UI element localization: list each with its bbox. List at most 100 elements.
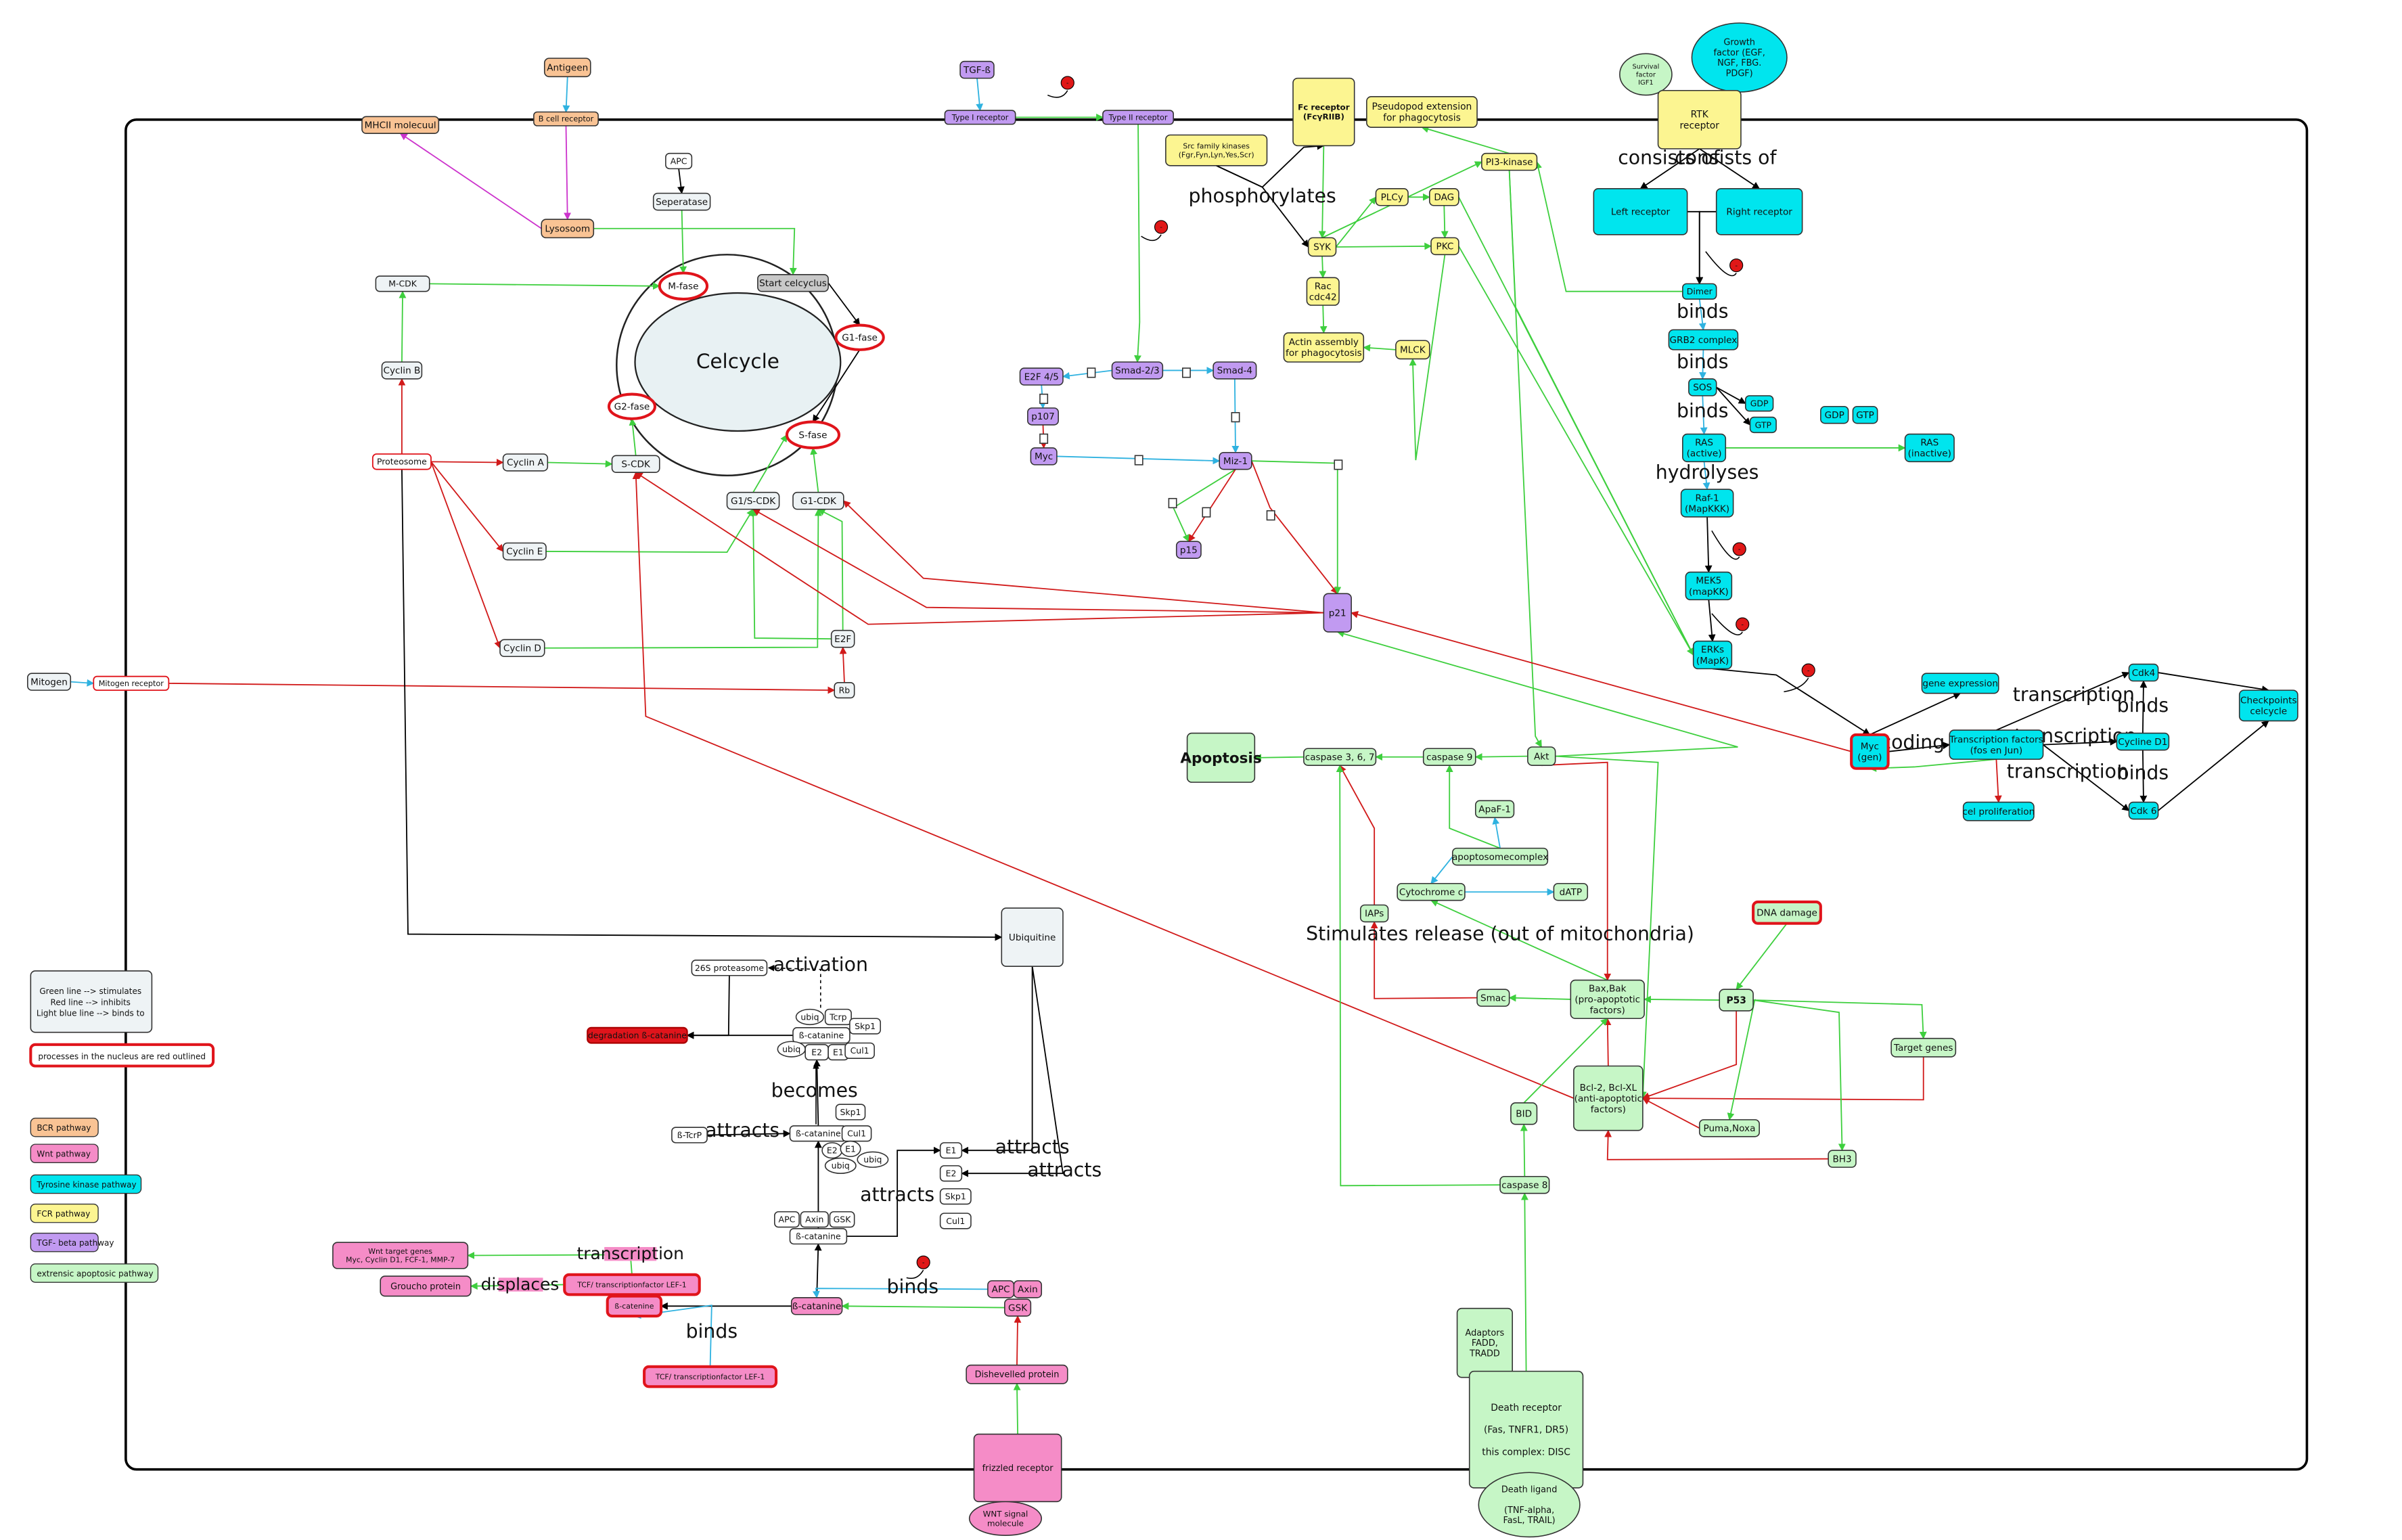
edge-g1-fase-to-s-fase [812, 349, 861, 423]
node-pkc-label: PKC [1436, 242, 1454, 252]
label-attracts-4: attracts [860, 1183, 934, 1206]
legend-nucleus-note: processes in the nucleus are red outline… [38, 1051, 206, 1061]
node-mitogen-receptor: Mitogen receptor [93, 675, 170, 692]
edge-myc-gen-to-p21 [1351, 611, 1852, 752]
edge-fc-receptor-to-syk [1318, 145, 1326, 239]
node-apc-mid-label: APC [779, 1215, 796, 1225]
node-apc-w-label: APC [992, 1284, 1010, 1295]
edge-mitogen-to-mitogen-receptor [70, 679, 95, 687]
edge-miz1-to-p15 [1173, 468, 1236, 543]
edge-akt-to-caspase9 [1474, 753, 1528, 761]
node-bax-bak-label: (pro-apoptotic [1574, 995, 1640, 1005]
node-ubiquitine: Ubiquitine [1001, 907, 1064, 967]
node-e1-3-label: E1 [946, 1146, 957, 1156]
node-s-cdk-label: S-CDK [621, 459, 650, 470]
edge-right-receptor-to-dimer [1696, 210, 1717, 285]
node-b-catanine-3-label: ß-catanine [796, 1231, 840, 1242]
edge-pi3-kinase-to-pseudopod [1421, 125, 1510, 154]
node-m-fase-label: M-fase [668, 281, 698, 292]
node-gene-expression: gene expression [1921, 673, 1999, 694]
node-axin-mid: Axin [800, 1211, 829, 1228]
node-akt: Akt [1527, 746, 1556, 766]
node-caspase9: caspase 9 [1422, 748, 1476, 766]
node-skp1-2-label: Skp1 [840, 1107, 861, 1117]
node-gsk-mid: GSK [829, 1211, 855, 1228]
phosphate-symbol-label: - [1160, 224, 1162, 231]
node-caspase9-label: caspase 9 [1426, 752, 1472, 763]
node-e1-3: E1 [939, 1142, 963, 1159]
node-frizzled-label: frizzled receptor [982, 1464, 1054, 1474]
node-g1s-cdk-label: G1/S-CDK [731, 496, 776, 507]
celcycle-label: Celcycle [696, 350, 779, 373]
edge-left-receptor-to-dimer [1687, 210, 1704, 285]
node-type1-receptor-label: Type I receptor [951, 113, 1009, 122]
legend-pathway-label: extrensic apoptosic pathway [37, 1269, 153, 1279]
edge-sos-to-ras-active [1700, 395, 1708, 435]
node-b-catanine-4-label: ß-catanine [792, 1301, 842, 1312]
node-cycline-d1-label: Cycline D1 [2118, 737, 2167, 748]
edge-cycline-d1-to-cdk6 [2139, 750, 2148, 803]
edge-p21-to-g1s-cdk [752, 508, 1324, 614]
edge-rb-to-e2f [839, 646, 847, 683]
node-skp1-2: Skp1 [835, 1104, 866, 1120]
label-consists-of-2: consists of [1675, 147, 1777, 169]
label-attracts-1: attracts [705, 1119, 779, 1141]
node-cul1-2-label: Cul1 [847, 1129, 866, 1139]
edge-b-trcp-to-b-catanine-2 [707, 1130, 791, 1137]
node-type1-receptor: Type I receptor [944, 110, 1016, 125]
edge-puma-noxa-to-bcl2 [1641, 1097, 1700, 1129]
legend-line-2: Red line --> inhibits [51, 997, 131, 1007]
node-tcrp-label: Tcrp [829, 1012, 846, 1022]
edge-bid-to-bax-bak [1523, 1018, 1608, 1104]
node-antigen-label: Antigeen [547, 63, 588, 74]
node-pseudopod-label: Pseudopod extension [1372, 101, 1472, 112]
node-e2-3: E2 [939, 1165, 963, 1182]
edge-proteosome-to-cyclin-e [430, 461, 504, 552]
node-left-receptor-label: Left receptor [1611, 207, 1671, 218]
edge-smac-to-iaps [1370, 921, 1478, 999]
node-death-ligand-label: FasL, TRAIL) [1503, 1516, 1556, 1526]
node-ubiq-2: ubiq [777, 1041, 806, 1058]
edge-akt-to-bax-bak [1541, 761, 1612, 981]
node-cul1-2: Cul1 [841, 1125, 872, 1142]
edge-akt-to-p21 [1336, 630, 1738, 757]
node-proteosome-label: Proteosome [377, 457, 427, 467]
node-g1-cdk-label: G1-CDK [800, 496, 837, 507]
node-b-trcp: ß-TcrP [671, 1127, 708, 1143]
node-pi3-kinase-label: PI3-kinase [1486, 157, 1533, 168]
node-gdp1-label: GDP [1750, 399, 1769, 409]
node-p107-label: p107 [1031, 411, 1055, 422]
edge-p21-to-s-cdk [635, 472, 1324, 625]
node-erks: ERKs(MapK) [1692, 640, 1733, 670]
node-ras-inactive-label: RAS [1920, 438, 1939, 449]
node-skp1-3: Skp1 [939, 1188, 972, 1205]
label-becomes: becomes [771, 1079, 858, 1102]
node-ubiq-1: ubiq [795, 1008, 825, 1026]
edge-p53-to-bax-bak [1644, 995, 1720, 1003]
node-degradation-label: degradation ß-catanine [588, 1031, 687, 1041]
phosphate-symbol-label: - [1807, 667, 1810, 675]
node-cul1-3: Cul1 [939, 1213, 972, 1229]
node-m-cdk-label: M-CDK [388, 279, 417, 289]
label-binds-grb2: binds [1677, 350, 1729, 373]
node-myc-gen-label: (gen) [1857, 752, 1882, 763]
edge-ubiquitine-to-e1-3 [961, 966, 1033, 1154]
node-growth-factor-label: Growth [1723, 38, 1755, 48]
edge-b-cell-receptor-to-lysosoom [564, 125, 572, 221]
label-activation: activation [773, 953, 868, 976]
node-b-catanine-1: ß-catanine [792, 1027, 851, 1044]
node-degradation: degradation ß-catanine [587, 1026, 688, 1044]
node-fc-receptor-label: (FcγRIIB) [1303, 112, 1344, 122]
node-cul1-1-label: Cul1 [851, 1045, 869, 1056]
edge-tgf-b-to-type1-receptor [976, 78, 984, 112]
node-cul1-3-label: Cul1 [946, 1216, 965, 1226]
node-p21: p21 [1323, 593, 1352, 633]
node-rac-cdc42-label: Rac [1315, 281, 1332, 292]
node-e1-2-label: E1 [845, 1143, 856, 1154]
node-target-genes-label: Target genes [1893, 1043, 1953, 1054]
node-death-ligand-label: Death ligand [1501, 1485, 1557, 1495]
